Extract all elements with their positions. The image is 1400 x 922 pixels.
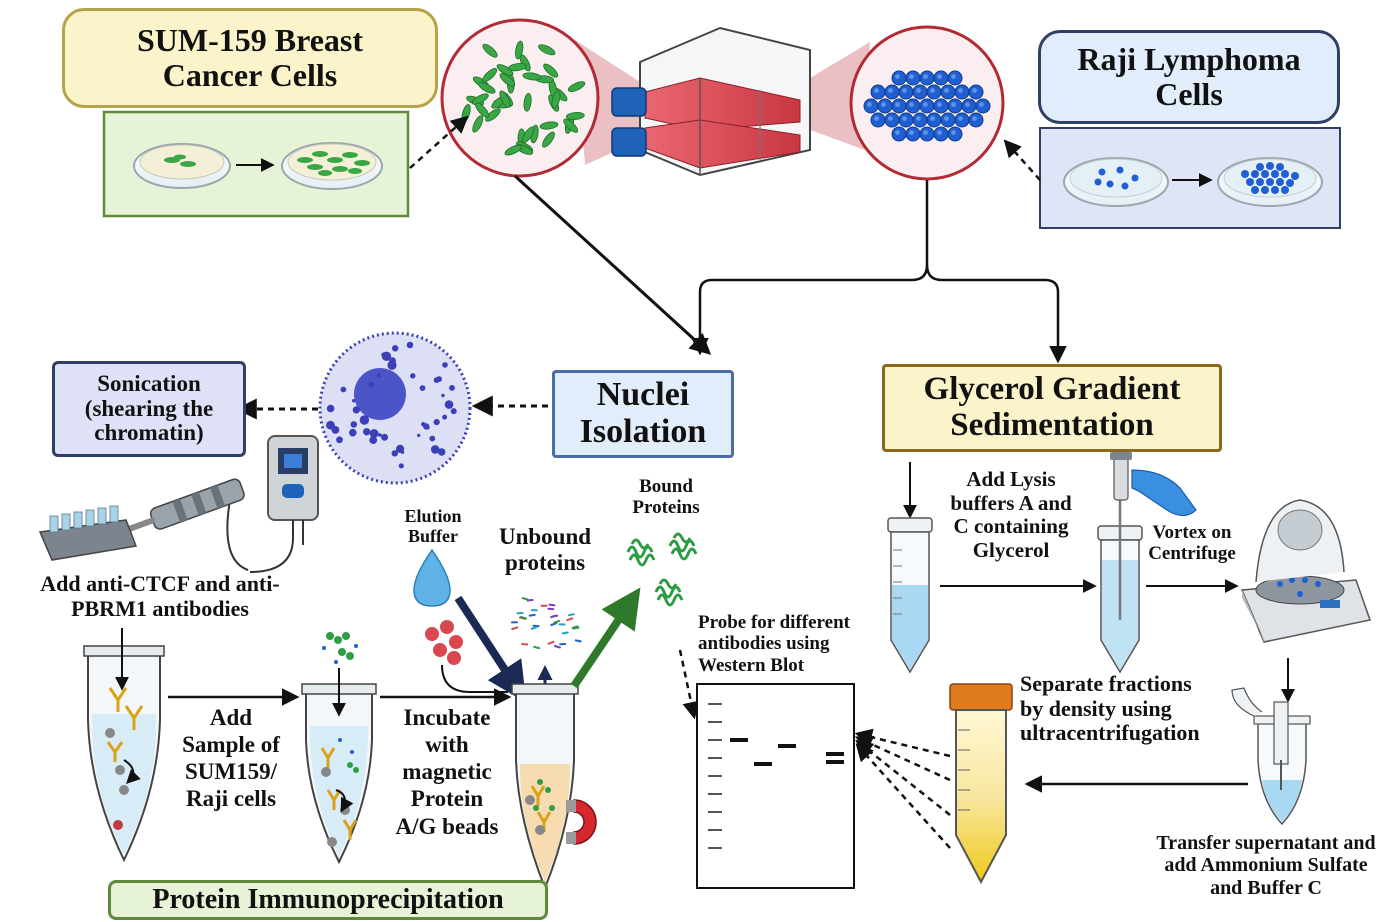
conical-tube-icon (887, 517, 933, 674)
label-separate: Separate fractions by density using ultr… (1020, 671, 1200, 746)
petri-dish-icon (1217, 157, 1323, 207)
unbound-protein-icon (511, 597, 582, 650)
label-transfer: Transfer supernatant and add Ammonium Su… (1156, 832, 1376, 899)
antibody-icon (106, 687, 144, 762)
centrifuge-icon (1240, 499, 1371, 643)
box-raji: Raji Lymphoma Cells (1038, 30, 1340, 124)
label-antibodies: Add anti-CTCF and anti- PBRM1 antibodies (40, 571, 280, 621)
petri-dish-icon (1063, 157, 1169, 207)
label-add-sample: Add Sample of SUM159/ Raji cells (182, 705, 280, 812)
bound-arrow (570, 587, 641, 689)
magnetic-beads-icon (425, 620, 463, 665)
droplet-icon (413, 548, 451, 607)
label-probe: Probe for different antibodies using Wes… (698, 612, 850, 676)
western-blot-icon (696, 683, 855, 889)
ip-tube-icon (1231, 687, 1311, 826)
label-unbound: Unbound proteins (498, 524, 592, 575)
arrow-to-nuclei (513, 174, 712, 355)
dashed-arrow (1003, 139, 1041, 181)
microscope-zoom-icon (440, 18, 600, 178)
magnet-icon (566, 799, 597, 845)
box-nuclei: Nuclei Isolation (552, 370, 734, 458)
petri-dish-icon (281, 142, 383, 190)
dashed-arrow (678, 649, 700, 720)
label-incubate: Incubate with magnetic Protein A/G beads (395, 705, 499, 839)
box-sonication: Sonication (shearing the chromatin) (52, 361, 246, 457)
box-sum159: SUM-159 Breast Cancer Cells (62, 8, 438, 108)
bound-protein-icon (626, 532, 698, 607)
nucleus-icon (318, 331, 472, 485)
label-lysis: Add Lysis buffers A and C containing Gly… (950, 467, 1072, 562)
arrow-split-nuclei (691, 180, 929, 356)
sonicator-icon (38, 435, 319, 573)
box-protein-ip: Protein Immunoprecipitation (108, 880, 548, 920)
label-vortex: Vortex on Centrifuge (1148, 522, 1236, 565)
arrow-split-glycerol (925, 264, 1067, 364)
label-bound: Bound Proteins (632, 476, 700, 519)
ip-tube-icon (83, 645, 165, 863)
label-elution-buffer: Elution Buffer (404, 506, 462, 547)
culture-flask-icon (611, 26, 811, 177)
petri-dish-icon (133, 143, 231, 189)
ip-tube-icon (301, 683, 377, 865)
bead-arrow (441, 664, 508, 693)
conical-tube-icon (1097, 490, 1143, 674)
microscope-zoom-icon (849, 25, 1005, 181)
protein-mix-icon (322, 632, 358, 664)
dashed-arrow (409, 115, 469, 169)
dashed-arrows-fractions (854, 728, 951, 849)
box-glycerol: Glycerol Gradient Sedimentation (882, 364, 1222, 452)
elution-arrow (454, 595, 527, 703)
conical-tube-icon (949, 683, 1013, 885)
pipette-icon (1110, 452, 1197, 517)
ip-tube-icon (511, 683, 579, 891)
